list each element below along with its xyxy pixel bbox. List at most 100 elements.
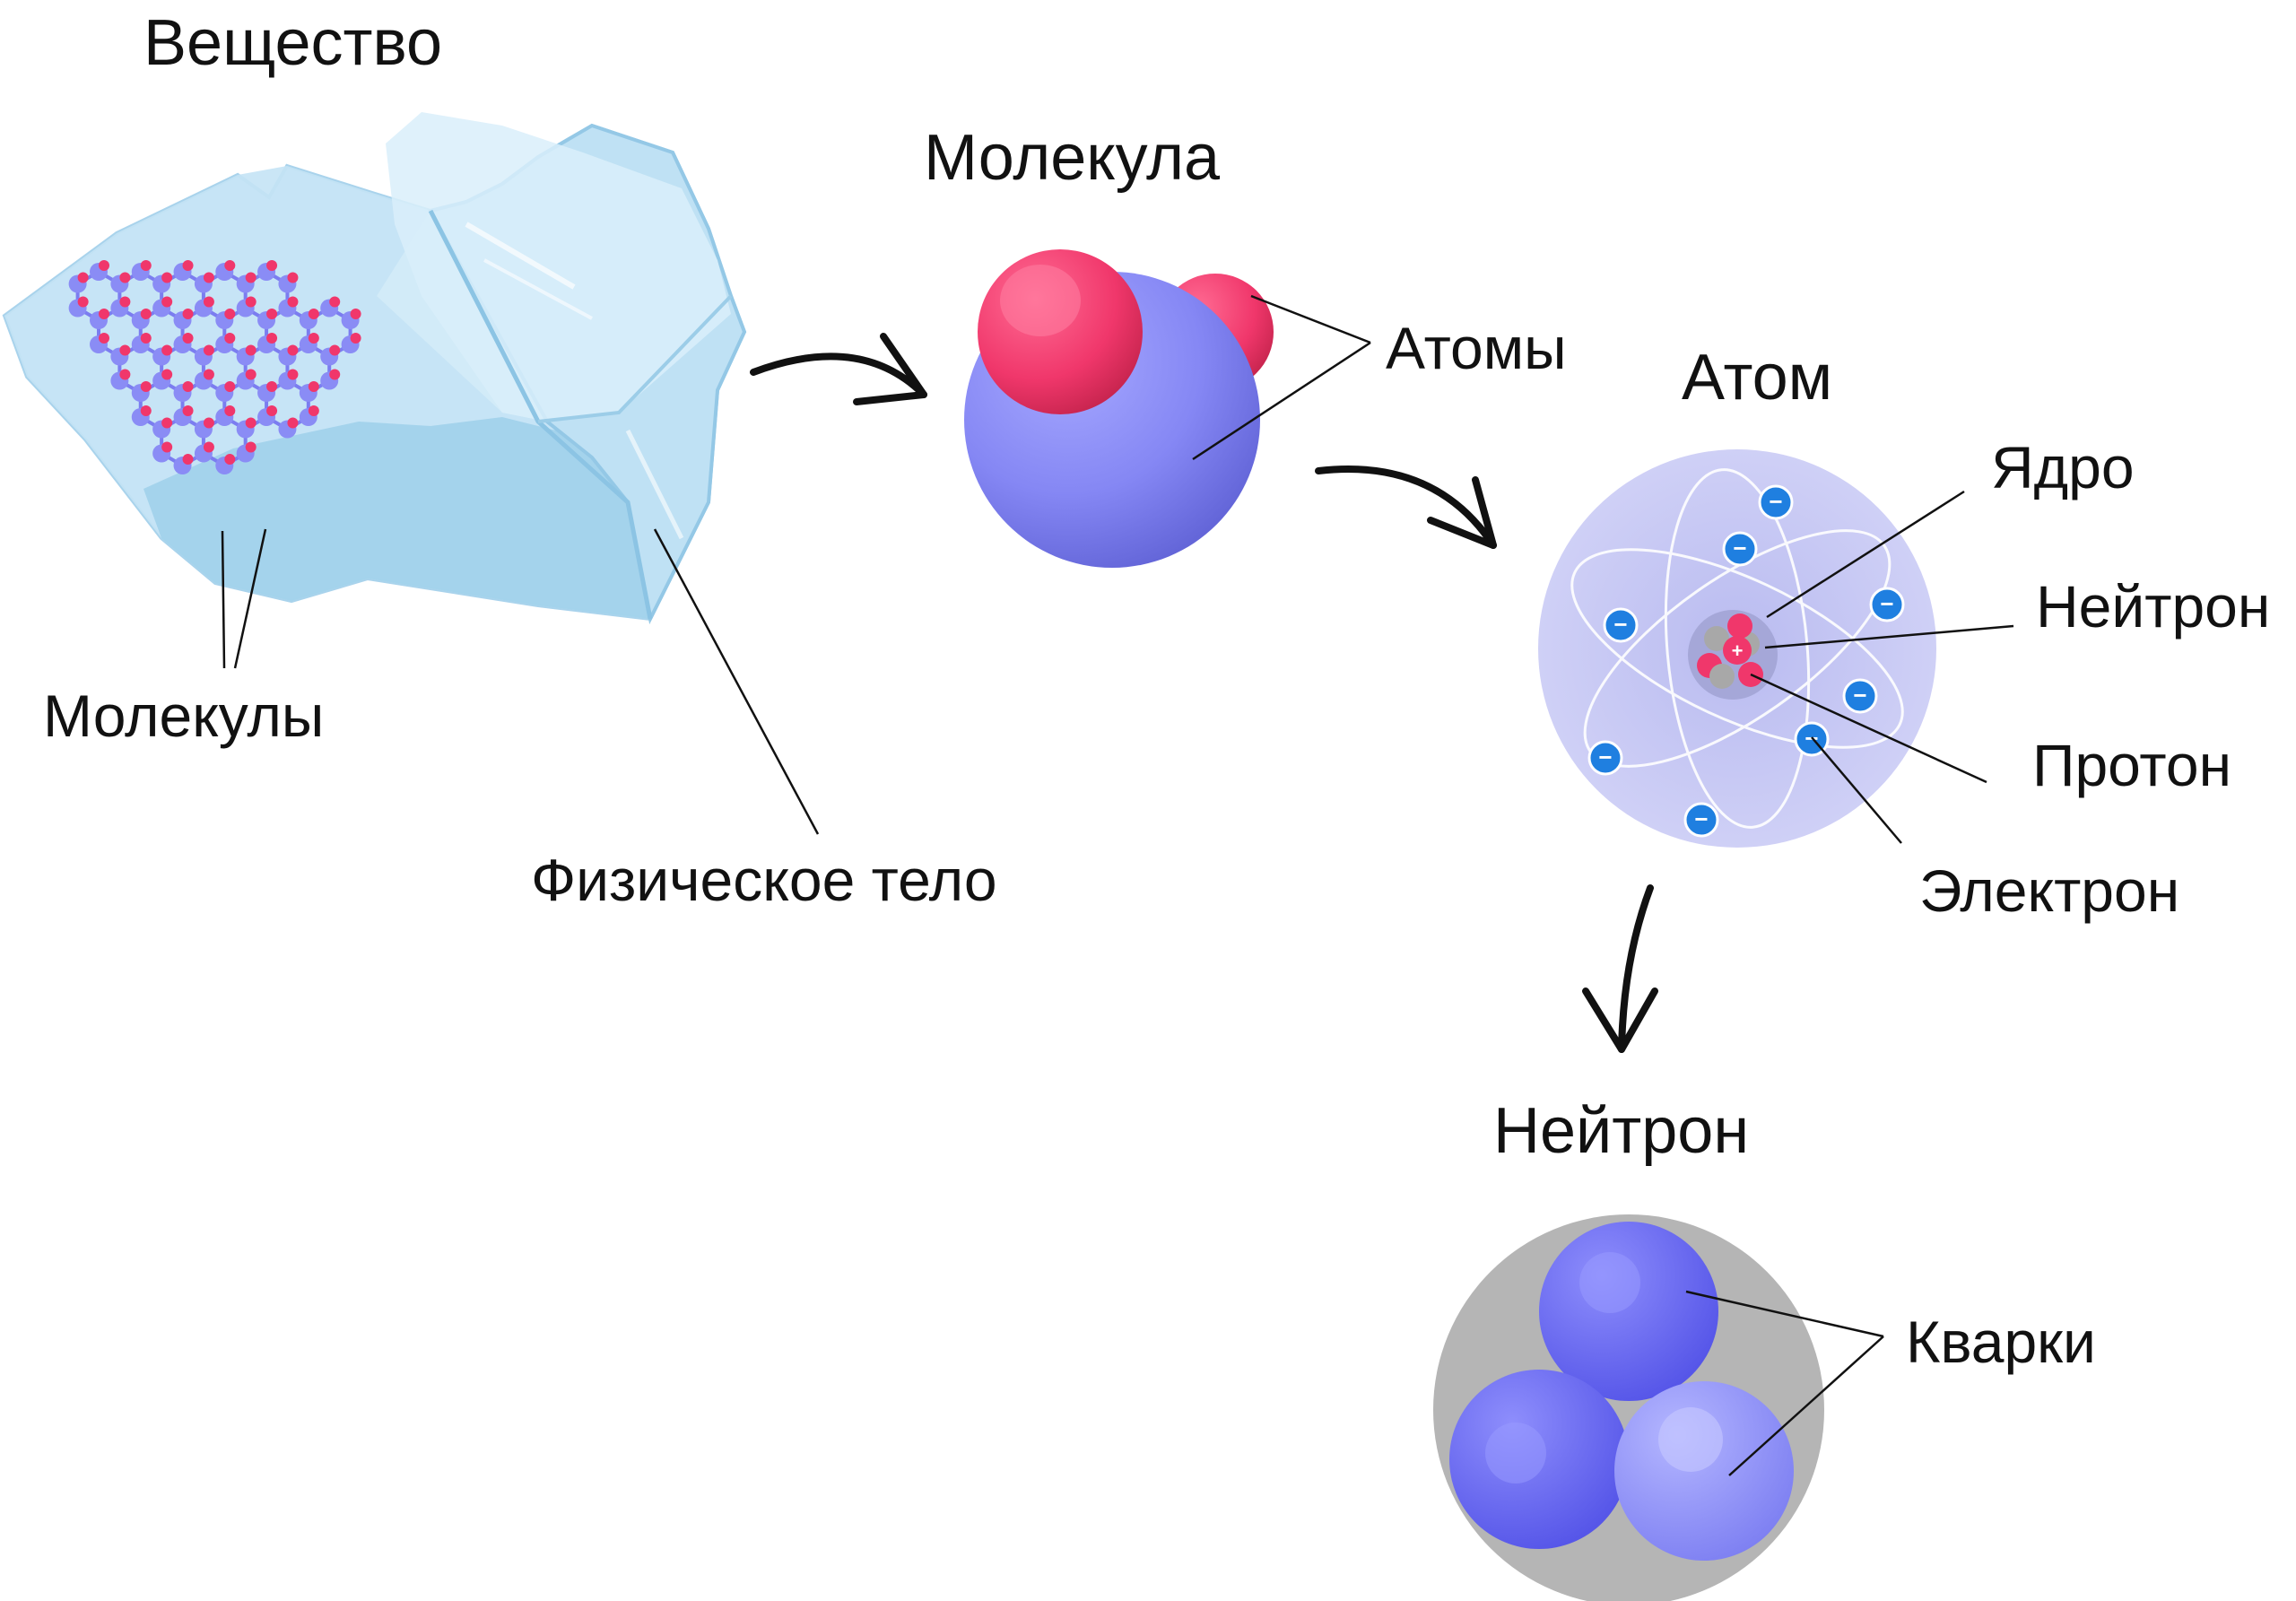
electron-icon — [1869, 587, 1905, 622]
lattice-atom-red — [77, 296, 89, 308]
electron-sign: − — [1880, 590, 1893, 617]
lattice-atom-red — [161, 417, 173, 429]
leader-lines — [221, 294, 2014, 1476]
nucleus: + — [1697, 613, 1763, 689]
lattice-atom-red — [99, 333, 109, 344]
lattice-atom-red — [182, 309, 194, 319]
electron-icon — [1722, 531, 1758, 567]
lattice-atom-red — [350, 333, 361, 344]
molecule-lattice — [68, 260, 361, 474]
proton-sign: + — [1732, 640, 1744, 662]
lattice-atom-red — [245, 441, 257, 453]
electron-icon — [1587, 740, 1623, 776]
arrow-curved-right-icon — [750, 333, 927, 405]
lattice-atom-red — [245, 417, 257, 429]
lattice-atom-red — [224, 333, 236, 344]
ice-edge — [428, 209, 653, 620]
title-atom: Атом — [1682, 342, 1833, 413]
lattice-atom-red — [182, 381, 194, 392]
quark-right — [1614, 1381, 1794, 1561]
lattice-atom-red — [329, 344, 341, 356]
lattice-atom-red — [203, 272, 214, 283]
ice-edge-2 — [537, 294, 733, 423]
title-substance: Вещество — [144, 7, 442, 79]
electrons: −−−−−−−− — [1587, 484, 1905, 838]
lattice-atom-red — [329, 369, 341, 380]
lattice-atom-red — [245, 369, 257, 380]
lattice-atom-red — [329, 296, 341, 308]
molecule-model — [964, 249, 1274, 579]
label-proton: Протон — [2032, 732, 2232, 798]
lattice-atom-red — [266, 405, 278, 416]
atom-model: + −−−−−−−− — [1538, 449, 1936, 848]
lattice-atom-red — [182, 260, 194, 271]
title-molecule: Молекула — [924, 122, 1221, 194]
electron-sign: − — [1613, 611, 1627, 638]
quark-top — [1539, 1222, 1718, 1401]
arrow-curved-right-icon-2 — [1315, 466, 1497, 549]
electron-icon — [1758, 484, 1794, 520]
electron-sign: − — [1853, 682, 1866, 709]
lattice-atom-red — [308, 309, 319, 319]
electron-sign: − — [1694, 805, 1708, 832]
ice-shadow — [144, 417, 650, 619]
lattice-atom-red — [224, 454, 236, 465]
ice-crest — [386, 112, 731, 422]
lattice-atom-red — [99, 309, 109, 319]
lattice-atom-red — [266, 260, 278, 271]
ice-cube-icon — [2, 112, 747, 625]
lattice-atom-red — [224, 405, 236, 416]
lattice-atom-red — [266, 333, 278, 344]
label-atoms: Атомы — [1386, 315, 1567, 381]
lattice-atom-red — [161, 272, 173, 283]
lattice-atom-red — [119, 344, 131, 356]
lattice-atom-red — [287, 272, 299, 283]
lattice-atom-red — [308, 333, 319, 344]
lattice-atom-red — [119, 272, 131, 283]
lattice-atom-red — [350, 309, 361, 319]
lattice-atom-red — [182, 454, 194, 465]
lattice-atom-red — [287, 296, 299, 308]
lattice-atom-red — [203, 441, 214, 453]
lattice-atom-red — [224, 381, 236, 392]
lattice-atom-red — [203, 369, 214, 380]
lattice-atom-red — [140, 333, 152, 344]
lattice-atom-red — [203, 417, 214, 429]
lattice-atom-red — [245, 296, 257, 308]
lattice-atom-red — [203, 296, 214, 308]
lattice-atom-red — [140, 309, 152, 319]
lattice-atom-red — [161, 344, 173, 356]
label-quarks: Кварки — [1906, 1309, 2096, 1375]
lattice-atom-red — [140, 260, 152, 271]
label-electron: Электрон — [1919, 857, 2180, 924]
title-neutron: Нейтрон — [1493, 1095, 1750, 1167]
lattice-atom-red — [182, 405, 194, 416]
lattice-atom-red — [140, 381, 152, 392]
label-physical-body: Физическое тело — [531, 847, 997, 913]
lattice-atom-red — [287, 344, 299, 356]
electron-icon — [1683, 802, 1719, 838]
lattice-atom-red — [224, 260, 236, 271]
proton-center — [1723, 636, 1752, 665]
label-neutron: Нейтрон — [2036, 573, 2271, 640]
lattice-atom-red — [99, 260, 109, 271]
label-nucleus: Ядро — [1991, 434, 2135, 500]
lattice-atom-red — [245, 344, 257, 356]
lattice-atom-red — [140, 405, 152, 416]
electron-sign: − — [1598, 744, 1612, 770]
lattice-atom-red — [161, 369, 173, 380]
lattice-atom-red — [119, 296, 131, 308]
electron-icon — [1603, 607, 1639, 643]
lattice-atom-red — [266, 381, 278, 392]
arrow-curved-down-icon — [1582, 884, 1658, 1053]
neutron-model — [1433, 1214, 1824, 1601]
lattice-atom-red — [287, 369, 299, 380]
label-molecules: Молекулы — [43, 683, 325, 749]
lattice-atom-red — [182, 333, 194, 344]
lattice-atom-red — [245, 272, 257, 283]
lattice-atom-red — [266, 309, 278, 319]
electron-sign: − — [1733, 535, 1746, 561]
lattice-atom-red — [161, 441, 173, 453]
lattice-atom-red — [287, 417, 299, 429]
